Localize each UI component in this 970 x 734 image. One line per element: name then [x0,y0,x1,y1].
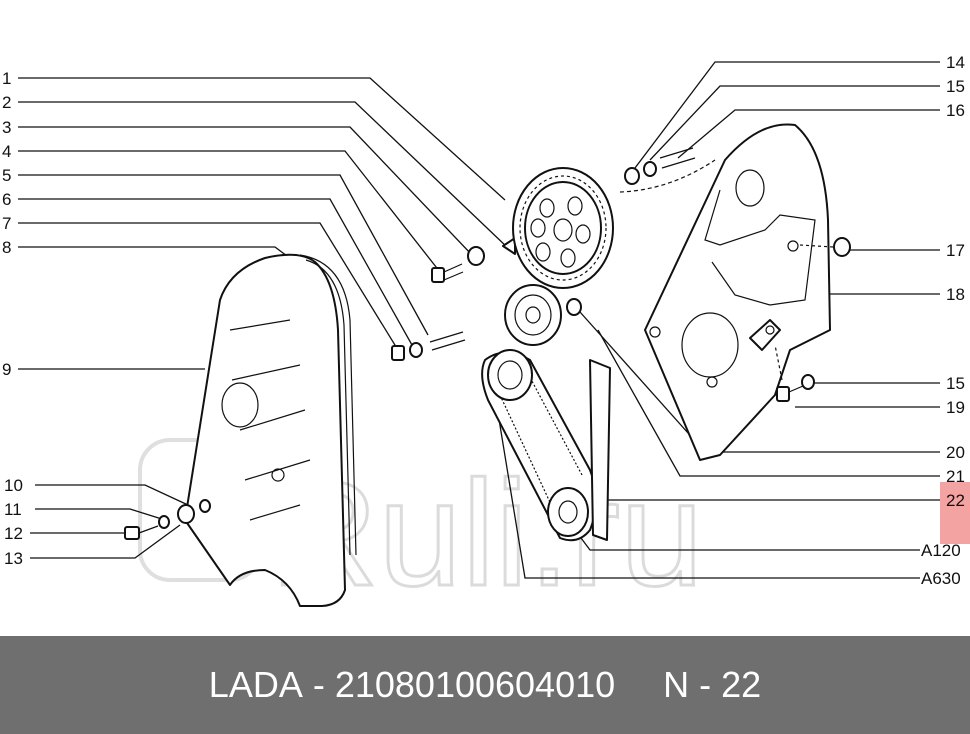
reference-number: 22 [721,664,762,705]
part-info-footer: LADA - 21080100604010 N - 22 [0,636,970,734]
camshaft-pulley [512,167,614,289]
label-12: 12 [4,524,23,543]
bolt-12 [124,499,211,540]
label-5: 5 [2,166,11,185]
label-2: 2 [2,93,11,112]
label-21: 21 [946,467,965,486]
right-labels: 14 15 16 17 18 15 19 20 21 22 A120 A630 [921,53,965,588]
tensioner-roller [504,284,582,346]
rear-cover-fasteners [619,147,851,402]
label-a630: A630 [921,569,961,588]
label-8: 8 [2,238,11,257]
label-15b: 15 [946,374,965,393]
label-10: 10 [4,476,23,495]
highlight-box [940,482,970,544]
label-14: 14 [946,53,965,72]
label-13: 13 [4,549,23,568]
label-7: 7 [2,214,11,233]
label-9: 9 [2,360,11,379]
label-15a: 15 [946,77,965,96]
brand-separator: - [302,664,335,705]
label-1: 1 [2,69,11,88]
label-11: 11 [4,500,22,519]
label-4: 4 [2,142,11,161]
right-leader-lines [494,61,940,579]
left-labels: 1 2 3 4 5 6 7 8 9 10 11 12 13 [2,69,23,568]
label-17: 17 [946,241,965,260]
label-20: 20 [946,443,965,462]
label-22: 22 [946,491,965,510]
label-a120: A120 [921,541,961,560]
label-18: 18 [946,285,965,304]
left-leader-lines [18,77,509,559]
rear-timing-belt-cover [644,123,831,461]
exploded-parts-diagram: Ruli.ru [2,53,970,619]
label-3: 3 [2,118,11,137]
part-number: 21080100604010 [334,664,616,705]
label-19: 19 [946,398,965,417]
reference-prefix: N - [663,664,722,705]
front-timing-belt-cover [184,253,357,607]
brand-name: LADA [208,664,303,705]
crankshaft-pulley [487,349,589,537]
label-16: 16 [946,101,965,120]
label-6: 6 [2,190,11,209]
